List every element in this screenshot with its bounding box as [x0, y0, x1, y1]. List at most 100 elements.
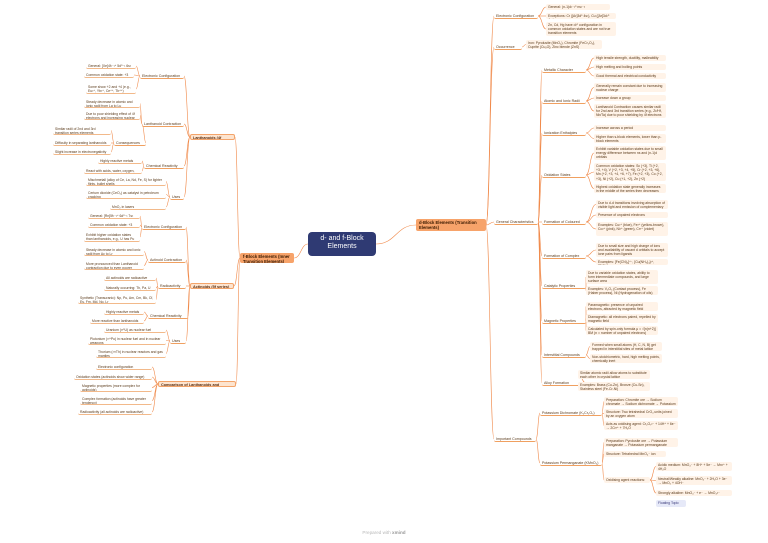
- lan-uses-item[interactable]: Cerium dioxide (CeO₂) as catalyst in pet…: [86, 190, 166, 199]
- r-alloy-item[interactable]: Similar atomic radii allow atoms to subs…: [578, 370, 650, 379]
- r-ie-node[interactable]: Ionization Enthalpies: [542, 130, 586, 136]
- lanthanoids-node[interactable]: Lanthanoids (4f series): [190, 134, 235, 140]
- lan-consequence-item[interactable]: Difficulty in separating lanthanoids: [53, 140, 111, 146]
- actinoids-node[interactable]: Actinoids (5f series): [190, 283, 234, 289]
- lan-ec-item[interactable]: General: [Xe]4f¹⁻¹⁴ 5d⁰⁻¹ 6s²: [86, 63, 136, 69]
- r-metallic-item[interactable]: High melting and boiling points: [594, 64, 666, 70]
- r-metallic-item[interactable]: Good thermal and electrical conductivity: [594, 73, 666, 79]
- central-topic[interactable]: d- and f-Block Elements: [308, 232, 376, 256]
- lan-consequence-item[interactable]: Slight increase in electronegativity: [53, 149, 111, 155]
- act-ec-item[interactable]: General: [Rn]5f¹⁻¹⁴ 6d⁰⁻¹ 7s²: [88, 213, 140, 219]
- act-reactivity-item[interactable]: More reactive than lanthanoids: [90, 318, 144, 324]
- lan-reactivity-item[interactable]: Highly reactive metals: [98, 158, 142, 164]
- lan-ec-item[interactable]: Some show +2 and +4 (e.g., Eu²⁺, Yb²⁺, C…: [86, 84, 136, 94]
- r-ie-item[interactable]: Increase across a period: [594, 125, 666, 131]
- r-magnetic-item[interactable]: Calculated by spin-only formula μ = √[n(…: [586, 326, 658, 335]
- act-uses-item[interactable]: Uranium (²³⁵U) as nuclear fuel: [104, 327, 166, 333]
- r-alloy-item[interactable]: Examples: Brass (Cu-Zn), Bronze (Cu-Sn),…: [578, 382, 650, 391]
- comparison-item[interactable]: Oxidation states (actinoids show wider r…: [74, 374, 152, 380]
- lan-ec-node[interactable]: Electronic Configuration: [140, 73, 184, 79]
- r-magnetic-node[interactable]: Magnetic Properties: [542, 318, 586, 324]
- r-complex-node[interactable]: Formation of Complex Compounds: [542, 253, 586, 259]
- r-interstitial-item[interactable]: Formed when small atoms (H, C, N, B) get…: [590, 342, 662, 351]
- r-ec-item[interactable]: Exceptions: Cr ([Ar]3d⁵ 4s¹), Cu ([Ar]3d…: [546, 13, 616, 19]
- r-oxidising-item[interactable]: Neutral/Weakly alkaline: MnO₄⁻ + 2H₂O + …: [656, 476, 732, 485]
- lan-ec-item[interactable]: Common oxidation state: +3: [84, 72, 134, 78]
- act-ec-item[interactable]: Exhibit higher oxidation states than lan…: [84, 232, 140, 242]
- r-occurrence-item[interactable]: Iron: Pyrolusite (MnO₂), Chromite (FeCr₂…: [526, 40, 602, 49]
- r-ec-item[interactable]: Zn, Cd, Hg have d¹⁰ configuration in com…: [546, 22, 616, 36]
- r-oxidising-item[interactable]: Acidic medium: MnO₄⁻ + 8H⁺ + 5e⁻ → Mn²⁺ …: [656, 462, 732, 471]
- r-ie-item[interactable]: Higher than s-block elements, lower than…: [594, 134, 666, 143]
- r-dichromate-node[interactable]: Potassium Dichromate (K₂Cr₂O₇): [540, 410, 602, 416]
- r-complex-item[interactable]: Examples: [Fe(CN)₆]⁴⁻, [Cu(NH₃)₄]²⁺, [Pt…: [596, 259, 668, 265]
- act-contraction-node[interactable]: Actinoid Contraction: [148, 257, 186, 263]
- act-radioactivity-item[interactable]: Naturally occurring: Th, Pa, U: [104, 285, 156, 291]
- r-radii-item[interactable]: Lanthanoid Contraction causes similar ra…: [594, 104, 666, 118]
- r-catalytic-item[interactable]: Due to variable oxidation states, abilit…: [586, 270, 658, 284]
- lan-uses-node[interactable]: Uses: [170, 194, 184, 200]
- r-occurrence-node[interactable]: Occurrence: [494, 44, 522, 50]
- act-radioactivity-item[interactable]: All actinoids are radioactive: [104, 275, 156, 281]
- r-colour-item[interactable]: Examples: Cu²⁺ (blue), Fe³⁺ (yellow-brow…: [596, 222, 668, 236]
- lan-contraction-item[interactable]: Due to poor shielding effect of 4f elect…: [84, 111, 140, 120]
- r-permanganate-item[interactable]: Preparation: Pyrolusite ore → Potassium …: [604, 438, 678, 447]
- comparison-item[interactable]: Complex formation (actinoids have greate…: [80, 396, 152, 405]
- r-complex-item[interactable]: Due to small size and high charge of ion…: [596, 243, 668, 257]
- r-colour-item[interactable]: Presence of unpaired electrons: [596, 212, 668, 218]
- r-important-node[interactable]: Important Compounds: [494, 436, 536, 442]
- act-uses-item[interactable]: Thorium (²³²Th) in nuclear reactors and …: [96, 349, 166, 358]
- r-permanganate-item[interactable]: Structure: Tetrahedral MnO₄⁻ ion: [604, 451, 666, 457]
- r-radii-item[interactable]: Increase down a group: [594, 95, 666, 101]
- floating-topic[interactable]: Floating Topic: [656, 500, 686, 507]
- r-colour-item[interactable]: Due to d-d transitions involving absorpt…: [596, 200, 668, 209]
- act-ec-node[interactable]: Electronic Configuration: [142, 224, 186, 230]
- act-contraction-item[interactable]: Steady decrease in atomic and ionic radi…: [84, 247, 144, 256]
- lan-uses-item[interactable]: MnO₂ in lasers: [110, 204, 166, 210]
- lan-uses-item[interactable]: Mischmetall (alloy of Ce, La, Nd, Fe, S)…: [86, 177, 166, 186]
- r-oxidising-item[interactable]: Strongly alkaline: MnO₄⁻ + e⁻ → MnO₄²⁻: [656, 490, 732, 496]
- r-general-node[interactable]: General Characteristics: [494, 219, 538, 225]
- act-radioactivity-node[interactable]: Radioactivity: [158, 283, 186, 289]
- comparison-item[interactable]: Electronic configuration: [96, 364, 152, 370]
- lan-reactivity-item[interactable]: React with acids, water, oxygen, halogen…: [84, 168, 142, 174]
- r-colour-node[interactable]: Formation of Coloured Ions: [542, 219, 586, 225]
- comparison-item[interactable]: Magnetic properties (more complex for ac…: [80, 383, 152, 392]
- r-catalytic-node[interactable]: Catalytic Properties: [542, 283, 586, 289]
- r-ox-item[interactable]: Exhibit variable oxidation states due to…: [594, 146, 666, 160]
- r-ox-item[interactable]: Common oxidation states: Sc (+3), Ti (+2…: [594, 163, 666, 181]
- lan-reactivity-node[interactable]: Chemical Reactivity: [144, 163, 184, 169]
- act-reactivity-node[interactable]: Chemical Reactivity: [148, 313, 188, 319]
- r-permanganate-node[interactable]: Potassium Permanganate (KMnO₄): [540, 460, 602, 466]
- r-ox-node[interactable]: Oxidation States: [542, 172, 586, 178]
- r-metallic-item[interactable]: High tensile strength, ductility, mallea…: [594, 55, 666, 61]
- r-ec-item[interactable]: General: (n-1)d¹⁻¹⁰ ns¹⁻²: [546, 4, 610, 10]
- r-alloy-node[interactable]: Alloy Formation: [542, 380, 586, 386]
- comparison-node[interactable]: Comparison of Lanthanoids and Actinoids: [158, 381, 236, 387]
- r-ox-item[interactable]: Highest oxidation state generally increa…: [594, 184, 666, 193]
- lan-contraction-item[interactable]: Steady decrease in atomic and ionic radi…: [84, 99, 140, 108]
- r-ec-node[interactable]: Electronic Configuration: [494, 13, 538, 19]
- r-radii-node[interactable]: Atomic and Ionic Radii: [542, 98, 586, 104]
- act-uses-item[interactable]: Plutonium (²³⁹Pu) in nuclear fuel and in…: [88, 336, 166, 345]
- lan-consequence-item[interactable]: Similar radii of 2nd and 3rd transition …: [53, 126, 111, 135]
- act-ec-item[interactable]: Common oxidation state: +3: [88, 222, 140, 228]
- branch-f-block[interactable]: f-Block Elements (Inner Transition Eleme…: [240, 253, 294, 263]
- act-contraction-item[interactable]: More pronounced than Lanthanoid contract…: [84, 261, 144, 270]
- act-uses-node[interactable]: Uses: [170, 338, 186, 344]
- comparison-item[interactable]: Radioactivity (all actinoids are radioac…: [78, 409, 152, 415]
- r-dichromate-item[interactable]: Acts as oxidising agent: Cr₂O₇²⁻ + 14H⁺ …: [604, 421, 678, 430]
- r-radii-item[interactable]: Generally remain constant due to increas…: [594, 83, 666, 92]
- r-magnetic-item[interactable]: Paramagnetic: presence of unpaired elect…: [586, 302, 658, 311]
- r-permanganate-item[interactable]: Oxidising agent reactions:: [604, 477, 650, 483]
- r-magnetic-item[interactable]: Diamagnetic: all electrons paired, repel…: [586, 314, 658, 323]
- branch-d-block[interactable]: d-Block Elements (Transition Elements): [416, 219, 486, 231]
- lan-contraction-node[interactable]: Lanthanoid Contraction: [142, 121, 184, 127]
- r-dichromate-item[interactable]: Structure: Two tetrahedral CrO₄ units jo…: [604, 409, 678, 418]
- lan-consequences-node[interactable]: Consequences: [114, 140, 146, 146]
- act-radioactivity-item[interactable]: Synthetic (Transuranic): Np, Pu, Am, Cm,…: [78, 295, 156, 304]
- r-catalytic-item[interactable]: Examples: V₂O₅ (Contact process), Fe (Ha…: [586, 286, 658, 295]
- r-metallic-node[interactable]: Metallic Character: [542, 67, 586, 73]
- r-dichromate-item[interactable]: Preparation: Chromite ore → Sodium chrom…: [604, 397, 678, 406]
- r-interstitial-item[interactable]: Non-stoichiometric, hard, high melting p…: [590, 354, 662, 363]
